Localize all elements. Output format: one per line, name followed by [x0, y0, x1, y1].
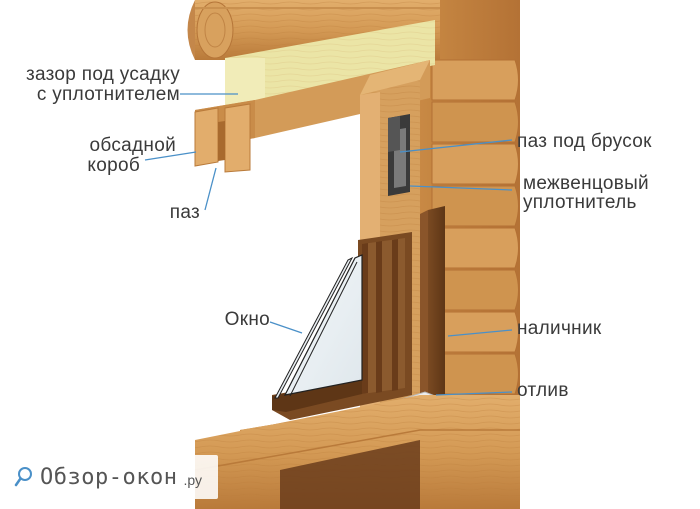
window-frame	[272, 232, 412, 420]
wall-log	[431, 227, 519, 269]
label-gap-shrink-line2: с уплотнителем	[36, 84, 180, 105]
watermark-text: Обзор-окон	[40, 464, 178, 490]
watermark-tld: .ру	[183, 472, 202, 488]
label-trim: наличник	[517, 318, 602, 339]
label-drip: отлив	[517, 380, 569, 401]
trim-board	[420, 206, 445, 414]
wall-log	[431, 269, 519, 311]
leader-lines	[144, 93, 513, 396]
magnifier-icon	[14, 467, 32, 487]
label-gap-shrink-line1: зазор под усадку	[25, 64, 180, 85]
label-sealant-line1: межвенцовый	[523, 173, 649, 194]
wall-log	[431, 101, 519, 143]
label-groove: паз	[169, 202, 200, 223]
window-glass	[274, 254, 363, 399]
wall-log	[431, 59, 519, 101]
label-sealant-line2: уплотнитель	[523, 192, 637, 213]
bottom-log	[194, 395, 520, 509]
site-watermark: Обзор-окон .ру	[6, 455, 218, 499]
wall-log	[431, 143, 519, 185]
label-casing-box-line2: короб	[87, 155, 140, 176]
insulation-gap	[225, 20, 435, 108]
label-window: Окно	[224, 309, 270, 330]
wall-log	[431, 353, 519, 395]
groove-bar-slot	[388, 114, 410, 196]
wall-log	[431, 185, 519, 227]
label-groove-bar: паз под брусок	[517, 131, 652, 152]
wall-log	[431, 311, 519, 353]
label-casing-box-line1: обсадной	[89, 135, 176, 156]
